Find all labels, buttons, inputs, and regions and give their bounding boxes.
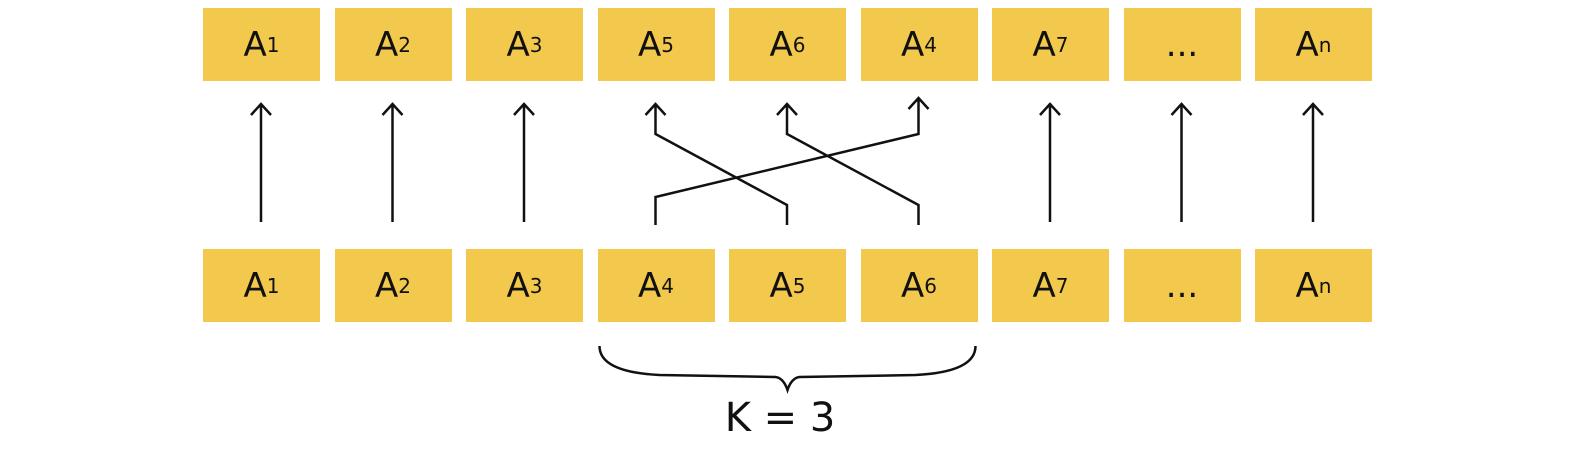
box-label: A	[769, 24, 793, 65]
brace-label: K = 3	[724, 395, 836, 441]
top_row-box: ...	[1123, 8, 1241, 81]
box-subscript: 7	[1055, 273, 1069, 298]
box-subscript: 6	[792, 32, 806, 57]
box-label: A	[375, 24, 399, 65]
box-subscript: 3	[529, 273, 543, 298]
box-subscript: 1	[266, 273, 280, 298]
box-subscript: 5	[661, 32, 674, 57]
box-label: A	[506, 24, 530, 65]
box-subscript: 7	[1055, 32, 1069, 57]
box-label: A	[1032, 265, 1056, 306]
box-label: ...	[1165, 265, 1199, 306]
box-subscript: n	[1318, 273, 1332, 298]
box-label: A	[901, 24, 925, 65]
box-subscript: 3	[529, 32, 543, 57]
box-label: A	[506, 265, 530, 306]
box-subscript: 5	[792, 273, 806, 298]
arrow	[1302, 102, 1324, 222]
box-label: A	[638, 265, 662, 306]
swap-arrow	[776, 102, 920, 225]
box-label: A	[243, 265, 267, 306]
arrow	[381, 102, 404, 222]
box-label: A	[1295, 24, 1319, 65]
box-label: A	[638, 24, 662, 65]
box-subscript: 1	[266, 32, 280, 57]
arrow	[250, 102, 272, 222]
box-subscript: 4	[924, 32, 937, 57]
arrow	[513, 102, 535, 222]
swap-arrow	[644, 102, 789, 225]
box-subscript: 6	[924, 273, 937, 298]
box-label: A	[243, 24, 267, 65]
box-label: A	[1032, 24, 1056, 65]
box-subscript: n	[1318, 32, 1332, 57]
box-label: A	[375, 265, 399, 306]
box-subscript: 2	[398, 273, 411, 298]
box-subscript: 2	[398, 32, 411, 57]
bottom_row-box: ...	[1123, 249, 1241, 322]
curly-brace	[598, 345, 977, 394]
box-label: A	[901, 265, 925, 306]
box-label: A	[769, 265, 793, 306]
arrow	[1170, 102, 1193, 222]
box-subscript: 4	[661, 273, 674, 298]
box-label: A	[1295, 265, 1319, 306]
swap-arrow	[654, 96, 930, 225]
box-label: ...	[1165, 24, 1199, 65]
arrow	[1039, 102, 1061, 222]
